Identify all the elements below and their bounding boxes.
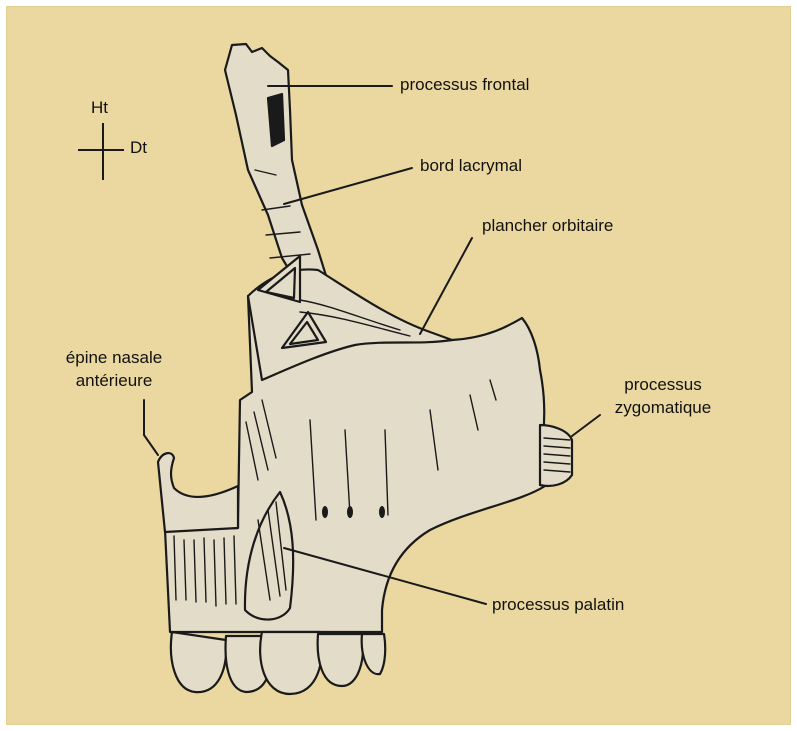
label-processus-zygomatique-line1: processus bbox=[588, 374, 738, 396]
frontal-process bbox=[225, 44, 328, 288]
tooth-3 bbox=[260, 632, 322, 694]
label-epine-nasale-line2: antérieure bbox=[44, 370, 184, 392]
tooth-5 bbox=[362, 634, 386, 674]
orientation-cross bbox=[78, 123, 124, 180]
orientation-right-label: Dt bbox=[130, 137, 147, 159]
leader-epine-nasale bbox=[144, 400, 158, 455]
orientation-up-label: Ht bbox=[91, 97, 108, 119]
label-plancher-orbitaire: plancher orbitaire bbox=[482, 215, 613, 237]
tooth-4 bbox=[318, 634, 363, 686]
anterior-nasal-spine bbox=[158, 453, 238, 532]
tooth-1 bbox=[171, 632, 226, 692]
label-bord-lacrymal: bord lacrymal bbox=[420, 155, 522, 177]
label-processus-frontal: processus frontal bbox=[400, 74, 529, 96]
label-processus-palatin: processus palatin bbox=[492, 594, 624, 616]
frontal-process-cavity bbox=[268, 94, 284, 146]
leader-bord-lacrymal bbox=[284, 168, 412, 204]
label-processus-zygomatique-line2: zygomatique bbox=[588, 397, 738, 419]
label-epine-nasale-line1: épine nasale bbox=[44, 347, 184, 369]
leader-plancher-orbitaire bbox=[420, 238, 472, 334]
